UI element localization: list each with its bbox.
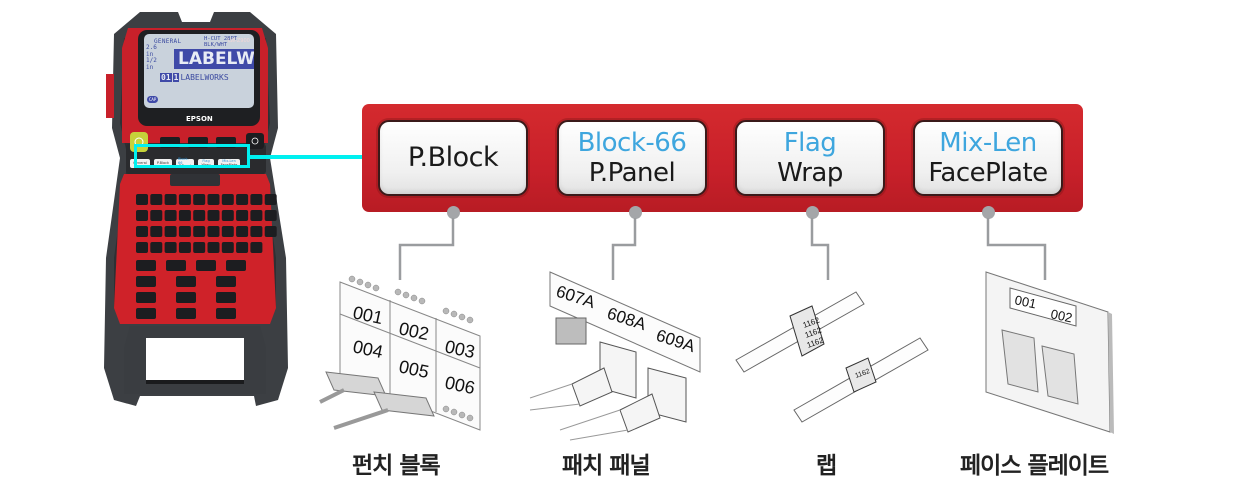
device-keypad-key[interactable] bbox=[236, 242, 249, 253]
device-keypad-key[interactable] bbox=[207, 226, 220, 237]
device-keypad-key[interactable] bbox=[221, 210, 234, 221]
device-keypad-key[interactable] bbox=[176, 276, 196, 287]
connector-dot-pblock bbox=[447, 206, 460, 219]
caption-punch-block: 펀치 블록 bbox=[352, 453, 441, 479]
label-printer-device: GENERAL H-CUT 28PT BLK/WHT 2.6 in 1/2 in… bbox=[100, 8, 290, 408]
wrap-label-4: 1162 bbox=[854, 368, 871, 380]
punch-block-illustration: 001 002 003 004 005 006 bbox=[319, 275, 481, 431]
device-keypad-key[interactable] bbox=[221, 242, 234, 253]
device-keypad-key[interactable] bbox=[178, 226, 191, 237]
device-keypad-key[interactable] bbox=[236, 194, 249, 205]
device-keypad-key[interactable] bbox=[226, 260, 246, 271]
lcd-mode: GENERAL bbox=[154, 38, 182, 45]
device-keypad-key[interactable] bbox=[216, 276, 236, 287]
device-keypad-key[interactable] bbox=[250, 210, 263, 221]
device-keypad-key[interactable] bbox=[150, 194, 163, 205]
function-keys-closeup-panel: P.Block Block-66 P.Panel Flag Wrap Mix-L… bbox=[362, 104, 1083, 212]
device-keypad-key[interactable] bbox=[221, 194, 234, 205]
highlight-connector-line bbox=[250, 155, 362, 159]
device-keypad-key[interactable] bbox=[193, 210, 206, 221]
caption-faceplate: 페이스 플레이트 bbox=[960, 453, 1109, 479]
device-keypad-key[interactable] bbox=[193, 194, 206, 205]
device-keypad-key[interactable] bbox=[264, 226, 277, 237]
device-keypad-key[interactable] bbox=[136, 226, 148, 237]
wrap-illustration: 1162 1162 1162 1162 bbox=[735, 291, 929, 423]
key-flag-wrap[interactable]: Flag Wrap bbox=[735, 120, 885, 196]
device-keypad-key[interactable] bbox=[164, 242, 177, 253]
device-keypad-key[interactable] bbox=[136, 194, 148, 205]
lcd-cut-info: H-CUT 28PT BLK/WHT bbox=[204, 36, 238, 48]
device-keypad-key[interactable] bbox=[164, 226, 177, 237]
device-keypad-key[interactable] bbox=[150, 242, 163, 253]
key-block66-ppanel[interactable]: Block-66 P.Panel bbox=[557, 120, 707, 196]
caption-patch-panel: 패치 패널 bbox=[562, 453, 651, 479]
connector-line-wrap bbox=[810, 218, 830, 280]
connector-dot-faceplate bbox=[982, 206, 995, 219]
device-keypad-key[interactable] bbox=[136, 260, 156, 271]
device-brand-logo: EPSON bbox=[186, 115, 213, 123]
connector-line-faceplate bbox=[986, 218, 1047, 280]
device-lcd-screen: GENERAL H-CUT 28PT BLK/WHT 2.6 in 1/2 in… bbox=[144, 34, 254, 108]
connector-lines bbox=[398, 218, 1047, 280]
device-keypad-key[interactable] bbox=[236, 226, 249, 237]
faceplate-label-002: 002 bbox=[1049, 306, 1073, 325]
key-pblock[interactable]: P.Block bbox=[378, 120, 528, 196]
device-keypad-key[interactable] bbox=[207, 194, 220, 205]
keypad bbox=[136, 194, 277, 319]
faceplate-illustration: 001 002 bbox=[985, 271, 1114, 434]
device-keypad-key[interactable] bbox=[193, 226, 206, 237]
device-keypad-key[interactable] bbox=[164, 210, 177, 221]
connector-dot-ppanel bbox=[629, 206, 642, 219]
device-keypad-key[interactable] bbox=[136, 308, 156, 319]
device-keypad-key[interactable] bbox=[207, 242, 220, 253]
device-keypad-key[interactable] bbox=[193, 242, 206, 253]
patch-panel-illustration: 607A 608A 609A bbox=[529, 271, 701, 441]
device-keypad-key[interactable] bbox=[166, 260, 186, 271]
lcd-caps-indicator: CAP bbox=[147, 96, 159, 103]
device-keypad-key[interactable] bbox=[221, 226, 234, 237]
device-key-general[interactable]: General bbox=[130, 159, 150, 168]
device-model: LW-Z900 bbox=[228, 38, 250, 44]
device-keypad-key[interactable] bbox=[207, 210, 220, 221]
device-keypad-key[interactable] bbox=[136, 210, 148, 221]
device-keypad-key[interactable] bbox=[176, 308, 196, 319]
device-keypad-key[interactable] bbox=[264, 210, 277, 221]
caption-wrap: 랩 bbox=[816, 453, 837, 479]
device-keypad-key[interactable] bbox=[178, 194, 191, 205]
device-keypad-key[interactable] bbox=[264, 194, 277, 205]
device-keypad-key[interactable] bbox=[250, 242, 263, 253]
device-keypad-key[interactable] bbox=[250, 194, 263, 205]
connector-line-ppanel bbox=[611, 218, 637, 280]
key-mixlen-faceplate[interactable]: Mix-Len FacePlate bbox=[913, 120, 1063, 196]
device-keypad-key[interactable] bbox=[196, 260, 216, 271]
device-keypad-key[interactable] bbox=[178, 242, 191, 253]
device-keypad-key[interactable] bbox=[136, 242, 148, 253]
lcd-preview-text: LABELW bbox=[174, 49, 254, 69]
device-keypad-key[interactable] bbox=[178, 210, 191, 221]
device-keypad-key[interactable] bbox=[216, 292, 236, 303]
function-keys-highlight-box bbox=[134, 144, 250, 168]
connector-dot-wrap bbox=[806, 206, 819, 219]
lcd-sizes: 2.6 in 1/2 in bbox=[146, 44, 157, 71]
device-keypad-key[interactable] bbox=[176, 292, 196, 303]
device-keypad-key[interactable] bbox=[164, 194, 177, 205]
device-keypad-key[interactable] bbox=[136, 292, 156, 303]
device-keypad-key[interactable] bbox=[136, 276, 156, 287]
device-keypad-key[interactable] bbox=[250, 226, 263, 237]
device-keypad-key[interactable] bbox=[216, 308, 236, 319]
device-keypad-key[interactable] bbox=[150, 210, 163, 221]
device-keypad-key[interactable] bbox=[150, 226, 163, 237]
device-key-pblock[interactable]: P.Block bbox=[154, 159, 172, 168]
connector-line-pblock bbox=[398, 218, 455, 280]
device-keypad-key[interactable] bbox=[236, 210, 249, 221]
faceplate-label-001: 001 bbox=[1013, 292, 1037, 311]
